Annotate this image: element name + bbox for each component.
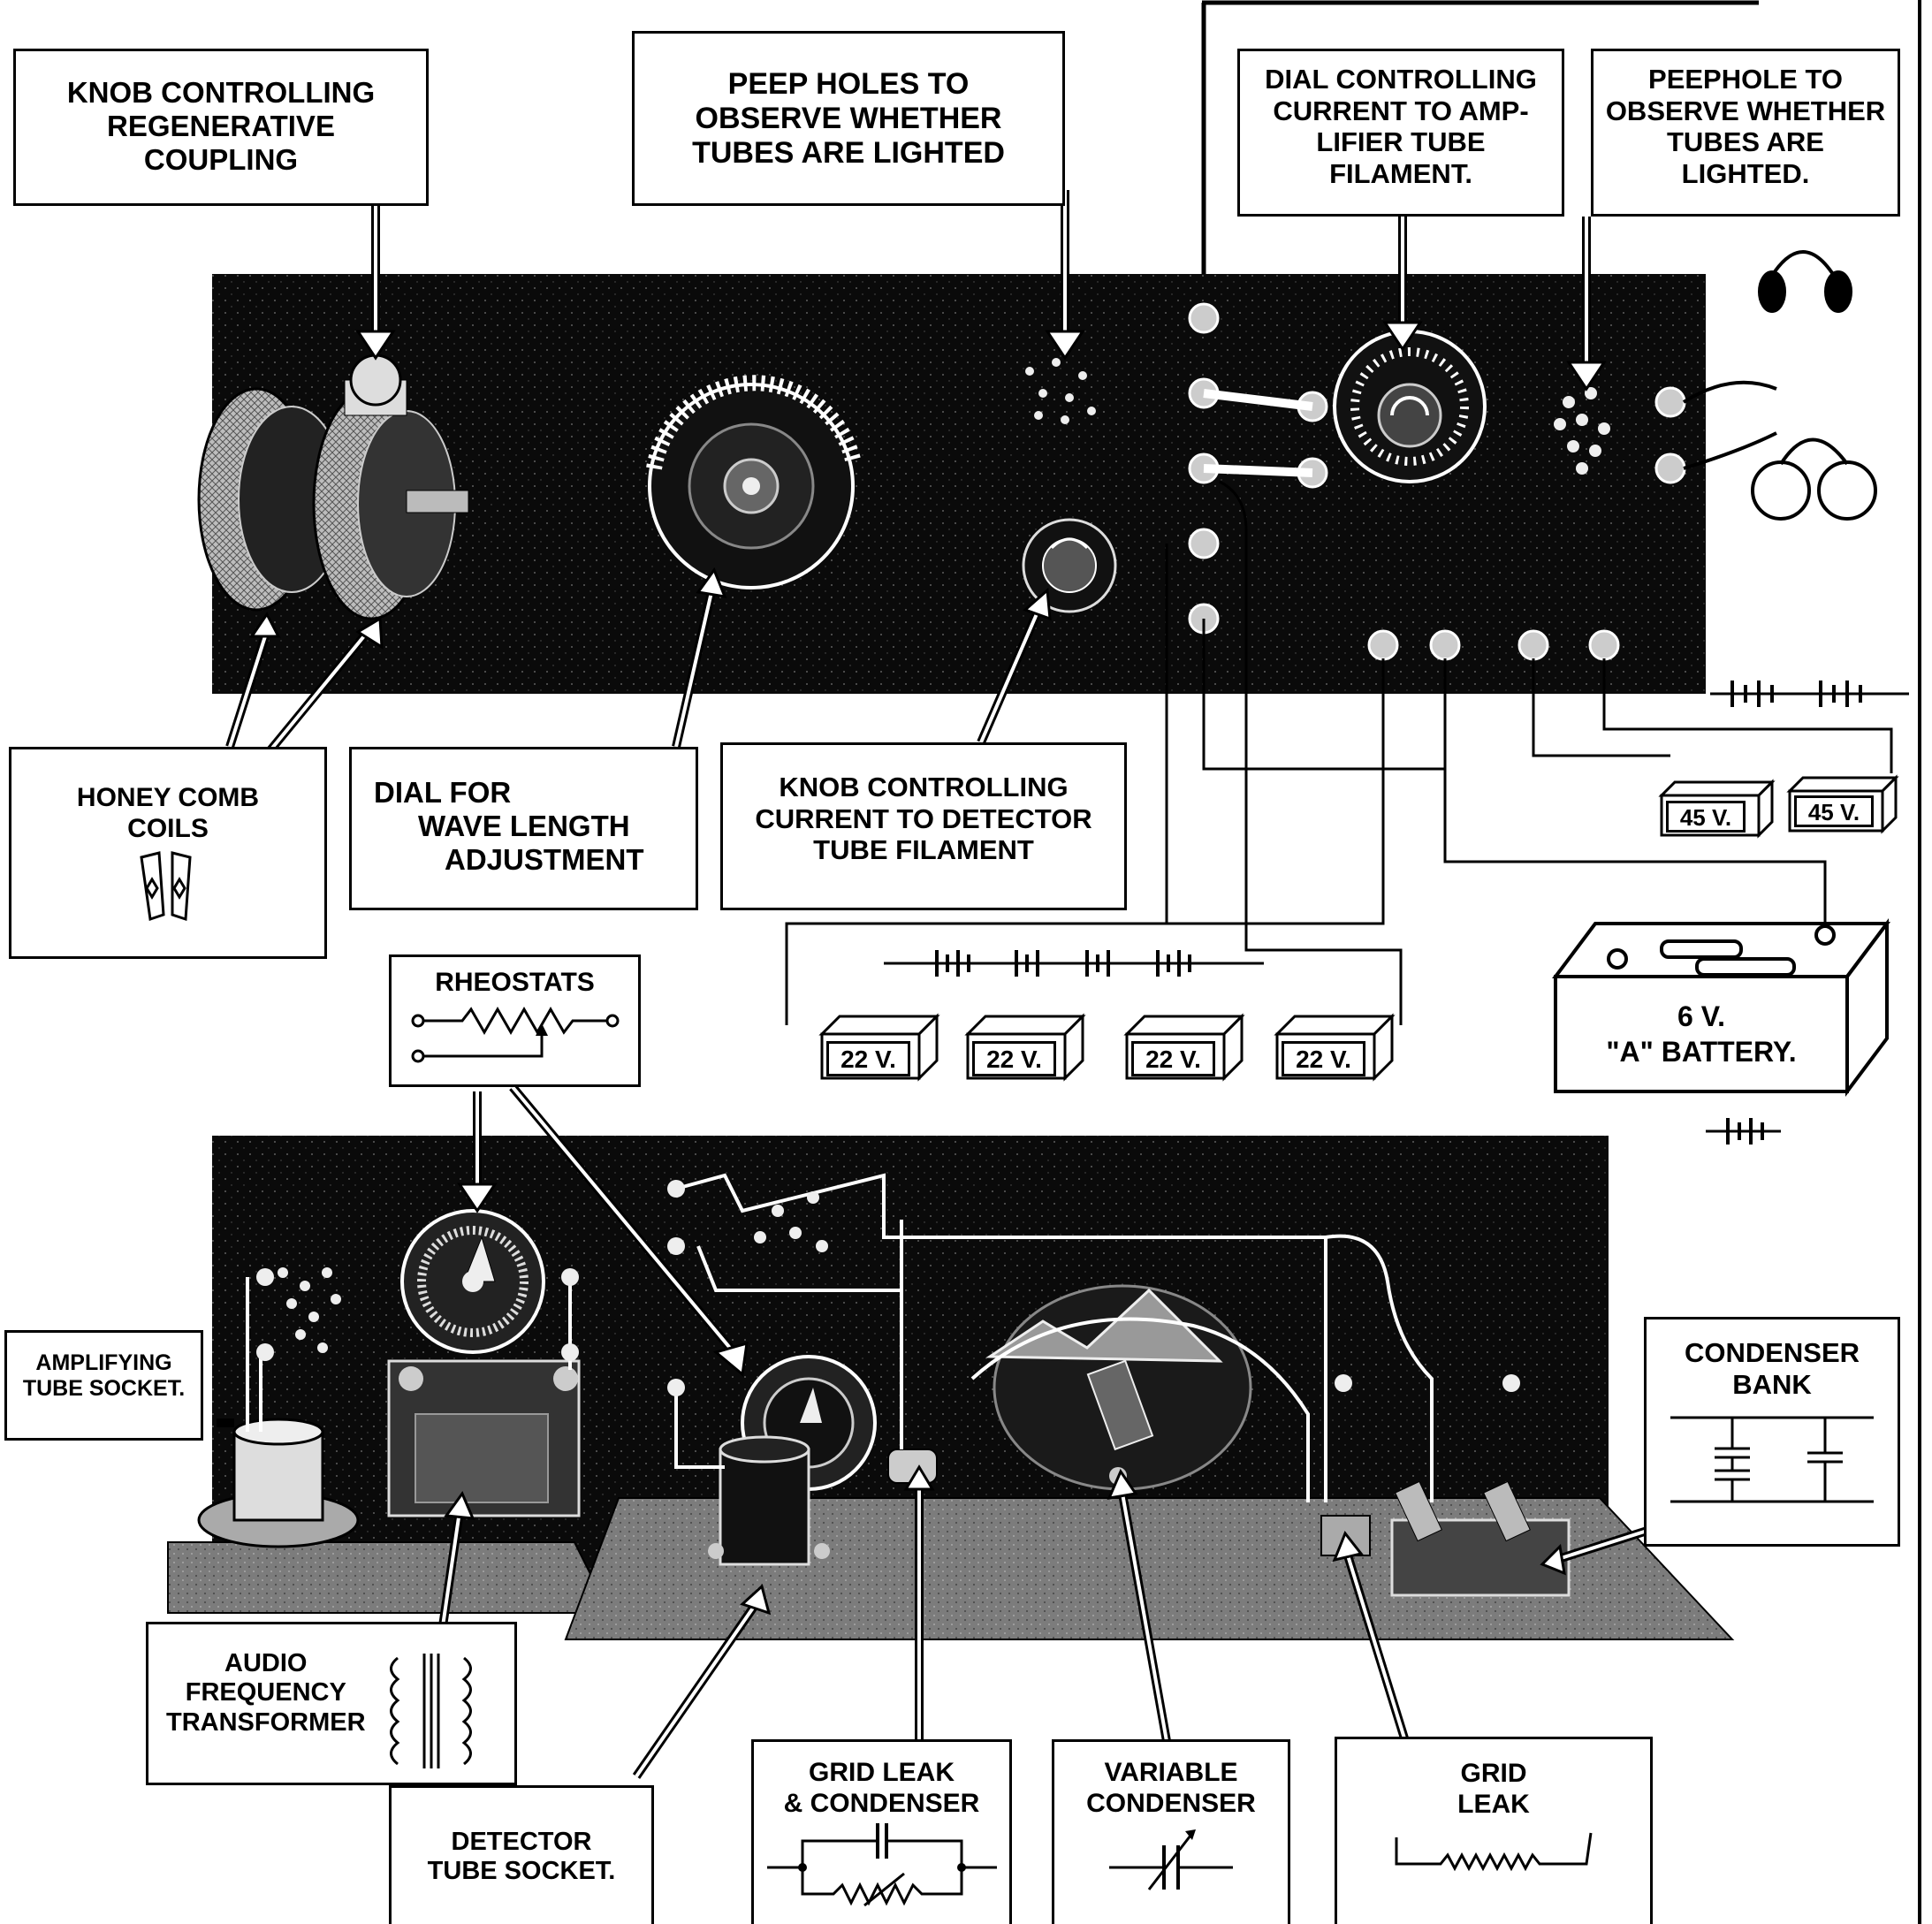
battery-45v-1: 45 V. [1666, 801, 1746, 833]
label-grid-leak-condenser: GRID LEAK & CONDENSER [751, 1739, 1012, 1924]
label-text: FREQUENCY [185, 1678, 346, 1707]
label-text: HONEY COMB [76, 783, 260, 812]
label-audio-transformer: AUDIO FREQUENCY TRANSFORMER [146, 1622, 517, 1785]
label-text: AMPLIFYING [35, 1350, 172, 1375]
detector-knob [1022, 518, 1117, 613]
label-text: GRID LEAK [809, 1758, 955, 1787]
rheostat-symbol-icon [411, 1006, 619, 1062]
label-regen-knob: KNOB CONTROLLING REGENERATIVE COUPLING [13, 49, 429, 206]
transformer-symbol-icon [389, 1654, 472, 1768]
grid-leak-symbol-icon [1395, 1832, 1593, 1872]
arrowheads-top [249, 321, 1607, 650]
label-honeycomb: HONEY COMB COILS [9, 747, 327, 959]
variable-condenser [985, 1284, 1252, 1491]
label-text: KNOB CONTROLLING [779, 772, 1069, 802]
label-amp-socket: AMPLIFYING TUBE SOCKET. [4, 1330, 203, 1441]
label-text: & CONDENSER [783, 1788, 980, 1818]
label-text: TUBE SOCKET. [427, 1857, 616, 1886]
variable-condenser-symbol-icon [1109, 1829, 1233, 1890]
headphones [1682, 250, 1877, 521]
label-amp-dial: DIAL CONTROLLING CURRENT TO AMP- LIFIER … [1237, 49, 1564, 217]
label-text: ADJUSTMENT [445, 842, 644, 876]
label-detector-knob: KNOB CONTROLLING CURRENT TO DETECTOR TUB… [720, 742, 1127, 910]
label-text: DETECTOR [451, 1828, 592, 1856]
label-variable-condenser: VARIABLE CONDENSER [1052, 1739, 1290, 1924]
label-text: TUBES ARE [1667, 126, 1824, 158]
label-text: CONDENSER [1684, 1337, 1860, 1368]
wavelength-dial [646, 375, 861, 589]
peep-holes-center [1025, 358, 1096, 424]
battery-22v-1: 22 V. [826, 1041, 910, 1076]
top-arrows-inner [228, 190, 1588, 753]
label-text: REGENERATIVE [107, 109, 335, 142]
label-text: COUPLING [143, 142, 299, 176]
label-text: RHEOSTATS [435, 968, 595, 997]
label-wavelength: DIAL FOR WAVE LENGTH ADJUSTMENT [349, 747, 698, 910]
label-text: VARIABLE [1104, 1758, 1238, 1787]
battery-cells [935, 681, 1862, 1145]
label-text: LIGHTED. [1681, 157, 1810, 189]
label-text: OBSERVE WHETHER [1605, 95, 1886, 126]
label-text: TUBE SOCKET. [22, 1375, 186, 1401]
label-text: FILAMENT. [1329, 157, 1472, 189]
detector-tube-socket [708, 1435, 830, 1566]
label-text: TUBE FILAMENT [813, 834, 1034, 866]
battery-22v-3: 22 V. [1131, 1041, 1215, 1076]
battery-22v-4: 22 V. [1282, 1041, 1365, 1076]
switch-arms [1203, 389, 1313, 477]
honeycomb-coils [197, 354, 469, 620]
grid-leak-condenser-symbol-icon [766, 1823, 997, 1907]
label-text: LIFIER TUBE [1316, 126, 1486, 158]
binding-posts [1188, 302, 1686, 661]
amp-baseboard [167, 1541, 612, 1614]
label-text: LEAK [1457, 1789, 1530, 1819]
label-text: CONDENSER [1086, 1788, 1256, 1818]
label-text: PEEP HOLES TO [727, 67, 970, 101]
label-detector-socket: DETECTOR TUBE SOCKET. [389, 1785, 654, 1924]
amplifier-dial [1333, 330, 1487, 483]
label-text: KNOB CONTROLLING [66, 76, 376, 109]
label-condenser-bank: CONDENSER BANK [1644, 1317, 1900, 1547]
arrowheads-bottom [444, 1183, 1566, 1616]
peep-holes-right [1554, 387, 1610, 475]
label-text: COILS [127, 813, 209, 843]
panel-dots [256, 1180, 1520, 1396]
label-text: AUDIO [224, 1649, 308, 1677]
condenser-bank-part [1390, 1480, 1571, 1597]
label-rheostats: RHEOSTATS [389, 954, 641, 1087]
label-text: CURRENT TO AMP- [1273, 95, 1529, 126]
label-text: BANK [1732, 1368, 1812, 1400]
label-text: GRID [1460, 1759, 1527, 1788]
a-battery-label: 6 V. "A" BATTERY. [1555, 999, 1847, 1069]
label-text: TRANSFORMER [166, 1707, 366, 1737]
label-peep-holes: PEEP HOLES TO OBSERVE WHETHER TUBES ARE … [632, 31, 1065, 206]
battery-22v-2: 22 V. [972, 1041, 1056, 1076]
label-text: DIAL FOR [374, 776, 512, 809]
rheostat-amplifier [400, 1209, 545, 1354]
label-peephole-right: PEEPHOLE TO OBSERVE WHETHER TUBES ARE LI… [1591, 49, 1900, 217]
condenser-bank-symbol-icon [1670, 1416, 1874, 1503]
front-panel [212, 274, 1706, 694]
label-grid-leak: GRID LEAK [1335, 1737, 1653, 1924]
label-text: PEEPHOLE TO [1648, 64, 1843, 95]
a-battery [1552, 918, 1890, 1097]
coil-symbol-icon [140, 851, 192, 922]
label-text: OBSERVE WHETHER [695, 102, 1002, 136]
label-text: DIAL CONTROLLING [1265, 64, 1537, 95]
audio-transformer [387, 1359, 581, 1517]
label-text: WAVE LENGTH [418, 809, 630, 842]
a-battery-name: "A" BATTERY. [1606, 1036, 1797, 1068]
battery-wiring [785, 480, 1893, 1025]
a-battery-voltage: 6 V. [1677, 1000, 1725, 1032]
amp-tube-socket [197, 1418, 360, 1548]
battery-45v-2: 45 V. [1794, 795, 1874, 827]
label-text: CURRENT TO DETECTOR [755, 802, 1092, 834]
label-text: TUBES ARE LIGHTED [692, 136, 1005, 171]
